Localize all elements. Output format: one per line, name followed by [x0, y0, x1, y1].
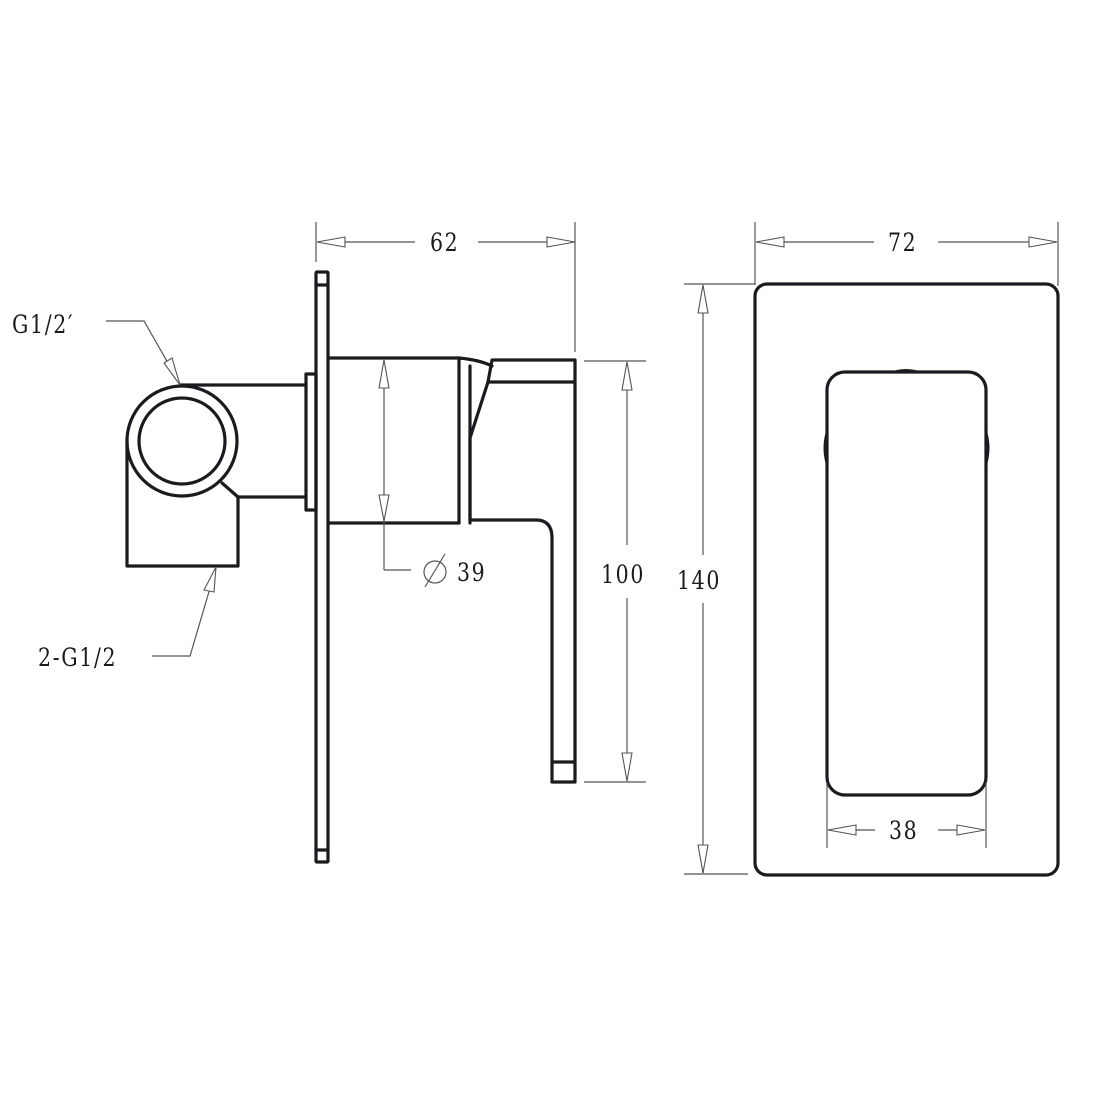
label-handle-height: 100 — [601, 560, 646, 589]
handle-left-bump — [823, 428, 827, 468]
leader-inlet-top — [106, 320, 181, 386]
label-body-diameter: 39 — [457, 558, 487, 587]
side-view — [106, 222, 646, 864]
handle-top-bump — [890, 369, 922, 372]
handle-right-bump — [986, 428, 990, 468]
label-handle-width: 38 — [889, 816, 919, 845]
label-plate-width: 72 — [888, 228, 918, 257]
label-inlet-bottom: 2-G1/2 — [38, 643, 118, 672]
label-plate-height: 140 — [677, 566, 722, 595]
lever-handle-front — [825, 370, 988, 797]
dim-body-diameter — [378, 359, 447, 588]
dim-handle-height — [584, 360, 646, 783]
front-view — [684, 222, 1060, 877]
cover-plate — [753, 282, 1060, 877]
dim-handle-width — [826, 783, 987, 848]
label-depth: 62 — [430, 228, 460, 257]
dim-depth — [315, 222, 576, 352]
wall-plate-side — [314, 270, 330, 864]
inlet-elbow — [125, 384, 240, 568]
valve-body — [326, 356, 494, 525]
leader-inlet-bottom — [152, 566, 217, 657]
label-inlet-top: G1/2′ — [12, 310, 75, 339]
dim-plate-width — [754, 222, 1059, 286]
connector-arm — [178, 383, 308, 499]
lever-handle-side — [468, 358, 577, 784]
mounting-collar — [304, 372, 318, 512]
dim-plate-height — [684, 283, 756, 875]
